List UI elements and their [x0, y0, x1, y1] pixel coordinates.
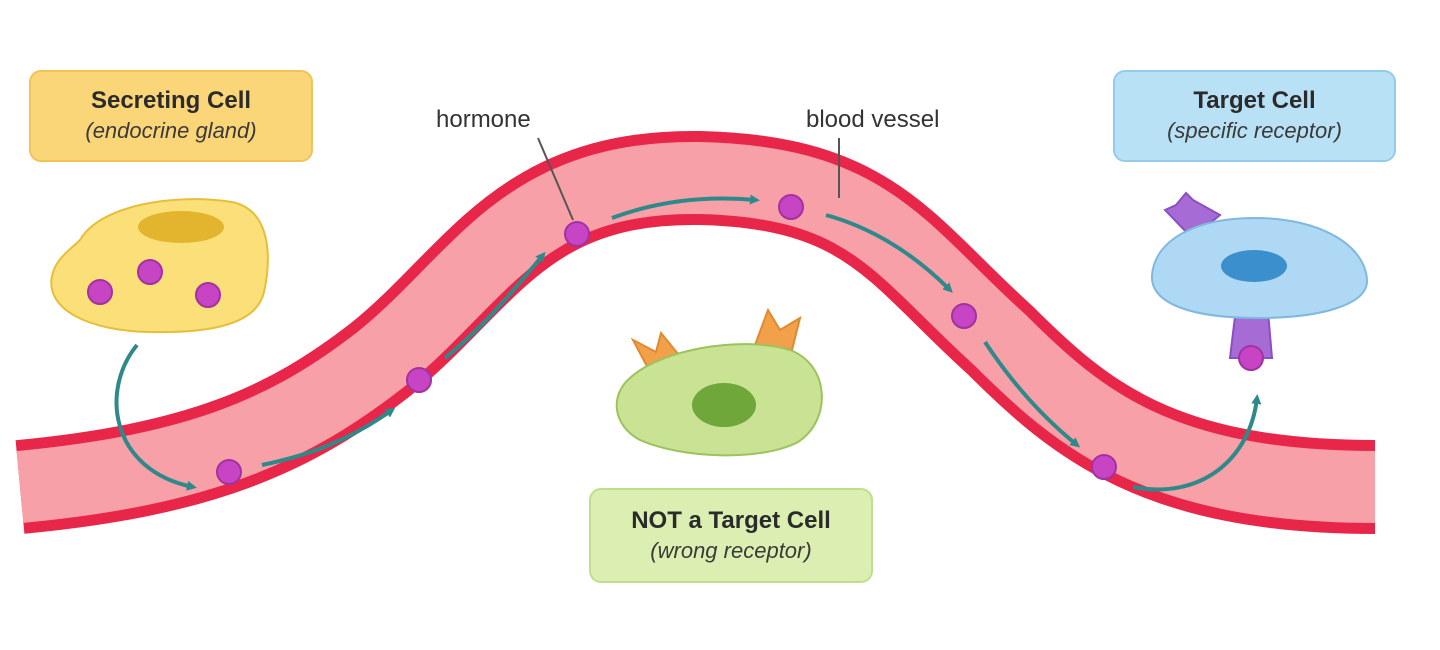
blood-vessel-lumen: [16, 141, 1376, 523]
target-cell-nucleus: [1221, 250, 1287, 282]
hormone-molecule: [137, 259, 163, 285]
hormone-callout-line: [537, 137, 574, 221]
bound-hormone: [1238, 345, 1264, 371]
flow-arrow: [261, 407, 396, 467]
hormone-molecule: [216, 459, 242, 485]
secreting-cell: [50, 198, 269, 334]
secreting-cell-title: Secreting Cell: [90, 87, 252, 114]
hormone-molecule: [951, 303, 977, 329]
flow-arrow: [825, 213, 953, 293]
not-target-cell-subtitle: (wrong receptor): [650, 537, 812, 563]
flow-arrow: [983, 340, 1081, 448]
not-target-cell: [615, 307, 823, 457]
not-target-cell-title: NOT a Target Cell: [631, 506, 831, 536]
hormone-callout-label: hormone: [436, 106, 531, 133]
hormone-molecule: [1091, 454, 1117, 480]
secreting-cell-nucleus: [138, 211, 224, 243]
release-arrow: [114, 343, 197, 491]
secreting-cell-subtitle: (endocrine gland): [85, 118, 257, 143]
delivery-arrow: [1132, 394, 1262, 492]
not-target-cell-label-box: NOT a Target Cell (wrong receptor): [589, 488, 873, 583]
target-cell-subtitle: (specific receptor): [1167, 118, 1342, 143]
hormone-molecule: [564, 221, 590, 247]
hormones-in-vessel: [216, 194, 1117, 485]
hormone-molecule: [406, 367, 432, 393]
blood-vessel-callout-label: blood vessel: [806, 106, 940, 133]
not-target-cell-title-rest: a Target Cell: [681, 506, 831, 534]
flow-arrow: [443, 251, 546, 360]
target-cell-label-box: Target Cell (specific receptor): [1113, 70, 1396, 162]
target-cell: [1150, 191, 1369, 371]
not-target-cell-nucleus: [692, 383, 756, 427]
secreting-cell-label-box: Secreting Cell (endocrine gland): [29, 70, 313, 162]
target-cell-title: Target Cell: [1193, 87, 1316, 114]
not-target-cell-title-bold: NOT: [631, 506, 682, 534]
hormone-molecule: [195, 282, 221, 308]
hormone-molecule: [778, 194, 804, 220]
blood-vessel: [15, 130, 1376, 534]
flow-arrow: [611, 194, 760, 220]
hormone-molecule: [87, 279, 113, 305]
flow-arrows: [261, 194, 1081, 467]
